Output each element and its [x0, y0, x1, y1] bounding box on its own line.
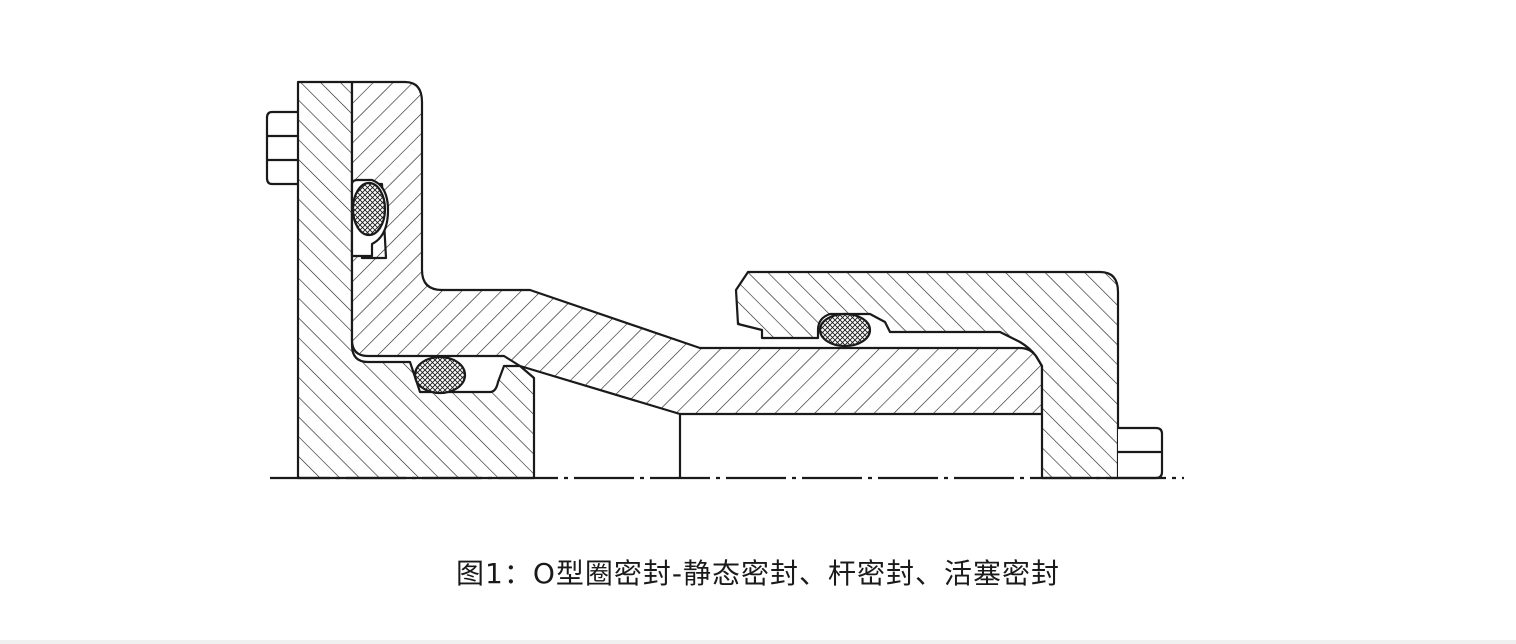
seal-cross-section-diagram: [265, 80, 1184, 480]
bottom-divider: [0, 640, 1516, 644]
piston-housing: [734, 270, 1120, 480]
o-ring-static: [351, 181, 387, 237]
left-housing: [296, 80, 536, 480]
o-ring-rod: [413, 355, 467, 395]
o-ring-piston: [818, 312, 872, 348]
left-bolt-head: [265, 110, 298, 186]
figure-caption: 图1：O型圈密封-静态密封、杆密封、活塞密封: [456, 557, 1060, 590]
